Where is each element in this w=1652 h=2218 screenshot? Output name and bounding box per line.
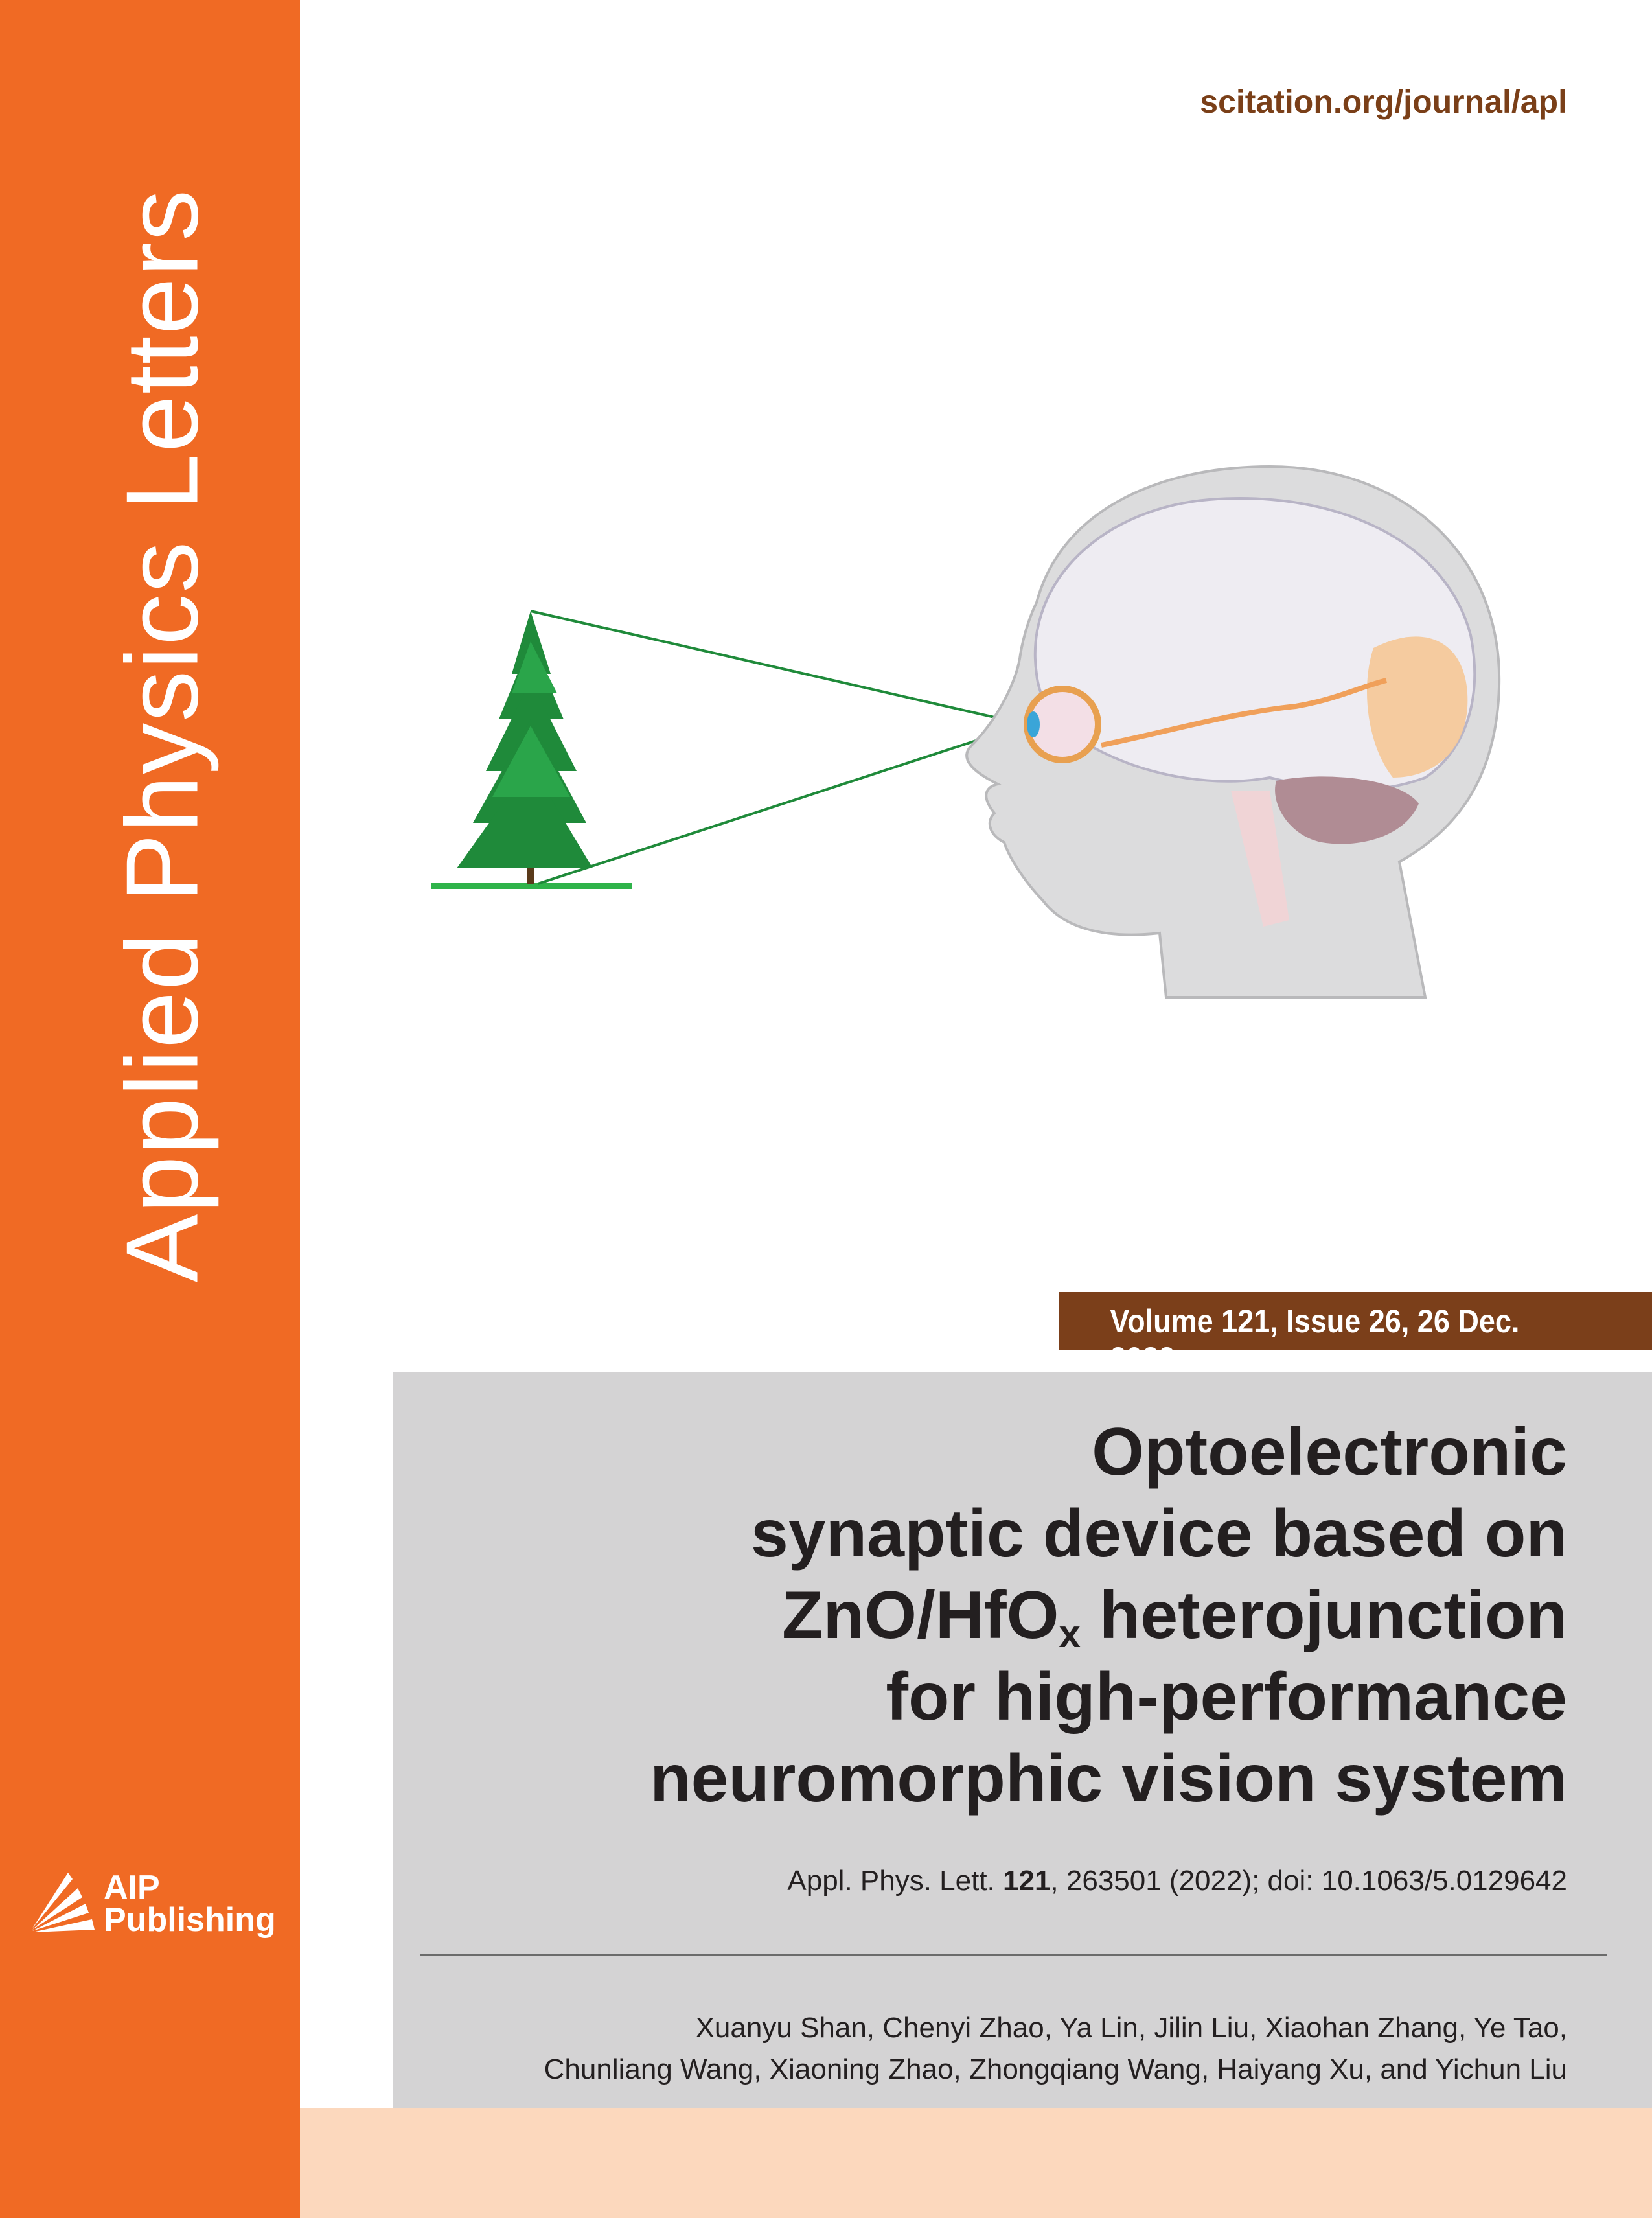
title-line: Optoelectronic [1092,1415,1567,1490]
divider [420,1954,1607,1956]
title-text: ZnO/HfO [782,1578,1059,1653]
cerebellum [1275,776,1419,844]
aip-publishing-logo: AIP Publishing [32,1871,279,1943]
author-list: Xuanyu Shan, Chenyi Zhao, Ya Lin, Jilin … [544,2007,1567,2090]
optic-nerve [1101,678,1387,748]
authors-line: Xuanyu Shan, Chenyi Zhao, Ya Lin, Jilin … [695,2012,1567,2044]
brainstem [1231,791,1289,927]
sight-line-top [530,610,1026,726]
issue-bar: Volume 121, Issue 26, 26 Dec. 2022 [1059,1292,1652,1377]
issue-label: Volume 121, Issue 26, 26 Dec. 2022 [1110,1303,1520,1377]
logo-text-aip: AIP [104,1869,160,1906]
title-subscript: x [1059,1612,1081,1656]
title-line: neuromorphic vision system [650,1741,1567,1816]
journal-title: Applied Physics Letters [105,188,220,1283]
title-text: heterojunction [1080,1578,1567,1653]
citation-doi: , 263501 (2022); doi: 10.1063/5.0129642 [1050,1865,1567,1897]
eye-icon [1024,686,1101,763]
title-line: ZnO/HfOx heterojunction [650,1575,1567,1656]
article-title[interactable]: Optoelectronic synaptic device based on … [650,1411,1567,1819]
title-line: for high-performance [886,1659,1567,1735]
tree-icon [457,611,593,884]
article-info-box: Optoelectronic synaptic device based on … [393,1372,1652,2108]
citation-volume: 121 [1003,1865,1051,1897]
brain [1033,497,1476,791]
visual-cortex [1367,636,1468,778]
ground-line [431,883,632,889]
journal-url-link[interactable]: scitation.org/journal/apl [1200,84,1567,120]
citation[interactable]: Appl. Phys. Lett. 121, 263501 (2022); do… [787,1865,1567,1897]
aip-rays-icon [32,1873,95,1932]
cover-illustration [431,465,1501,999]
citation-journal: Appl. Phys. Lett. [787,1865,1003,1897]
footer-band [300,2108,1652,2218]
sight-line-bottom [537,723,1026,885]
title-line: synaptic device based on [750,1496,1567,1571]
authors-line: Chunliang Wang, Xiaoning Zhao, Zhongqian… [544,2053,1567,2085]
logo-text-publishing: Publishing [104,1901,276,1939]
journal-sidebar: Applied Physics Letters AIP Publishing [0,0,300,2218]
